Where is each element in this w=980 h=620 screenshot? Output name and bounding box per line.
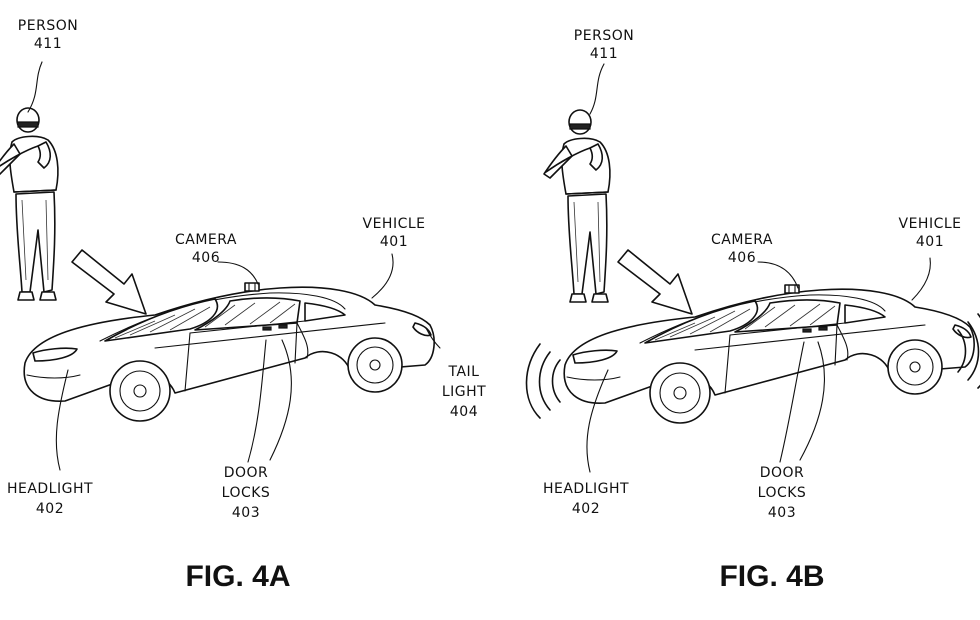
headlight-leader <box>55 369 69 471</box>
door-locks-label-line1: DOOR <box>224 465 269 481</box>
headlight-number: 402 <box>36 501 64 517</box>
camera-number: 406 <box>192 250 220 266</box>
figure-4a: PERSON 411 CAMERA 406 VEHICLE 401 TAIL L… <box>0 18 486 593</box>
door-locks-label-line2: LOCKS <box>758 485 807 501</box>
person-411-drawing <box>543 109 611 303</box>
tail-light-label-line1: TAIL <box>448 364 480 380</box>
door-lock-leader-1 <box>247 339 267 463</box>
door-lock-leader-2 <box>799 341 825 461</box>
motion-arrow <box>617 249 693 315</box>
person-label: PERSON <box>18 18 78 34</box>
vehicle-401-drawing <box>23 282 435 422</box>
tail-light-leader <box>425 327 441 349</box>
headlight-leader <box>586 369 609 473</box>
vehicle-leader <box>911 257 931 301</box>
vehicle-label: VEHICLE <box>899 216 962 232</box>
vehicle-label: VEHICLE <box>363 216 426 232</box>
motion-arrow <box>71 249 147 315</box>
figure-caption-4a: FIG. 4A <box>185 560 290 593</box>
headlight-flash-waves <box>525 343 561 419</box>
camera-leader <box>217 261 259 285</box>
door-locks-number: 403 <box>232 505 260 521</box>
vehicle-leader <box>371 253 394 299</box>
tail-light-number: 404 <box>450 404 478 420</box>
door-lock-leader-2 <box>269 339 292 461</box>
camera-label: CAMERA <box>711 232 773 248</box>
camera-number: 406 <box>728 250 756 266</box>
person-label: PERSON <box>574 28 634 44</box>
tail-light-label-line2: LIGHT <box>442 384 486 400</box>
person-411-drawing <box>0 107 59 301</box>
camera-label: CAMERA <box>175 232 237 248</box>
figure-caption-4b: FIG. 4B <box>719 560 824 593</box>
door-lock-leader-1 <box>779 341 805 463</box>
headlight-label: HEADLIGHT <box>7 481 93 497</box>
door-locks-label-line2: LOCKS <box>222 485 271 501</box>
vehicle-number: 401 <box>916 234 944 250</box>
door-locks-label-line1: DOOR <box>760 465 805 481</box>
person-number: 411 <box>590 46 618 62</box>
person-number: 411 <box>34 36 62 52</box>
headlight-number: 402 <box>572 501 600 517</box>
person-leader <box>27 61 43 113</box>
door-locks-number: 403 <box>768 505 796 521</box>
camera-leader <box>757 261 799 289</box>
headlight-label: HEADLIGHT <box>543 481 629 497</box>
figure-4b: PERSON 411 CAMERA 406 VEHICLE 401 HEADLI… <box>525 28 980 593</box>
vehicle-401-drawing <box>563 284 975 424</box>
person-leader <box>589 63 605 115</box>
vehicle-number: 401 <box>380 234 408 250</box>
